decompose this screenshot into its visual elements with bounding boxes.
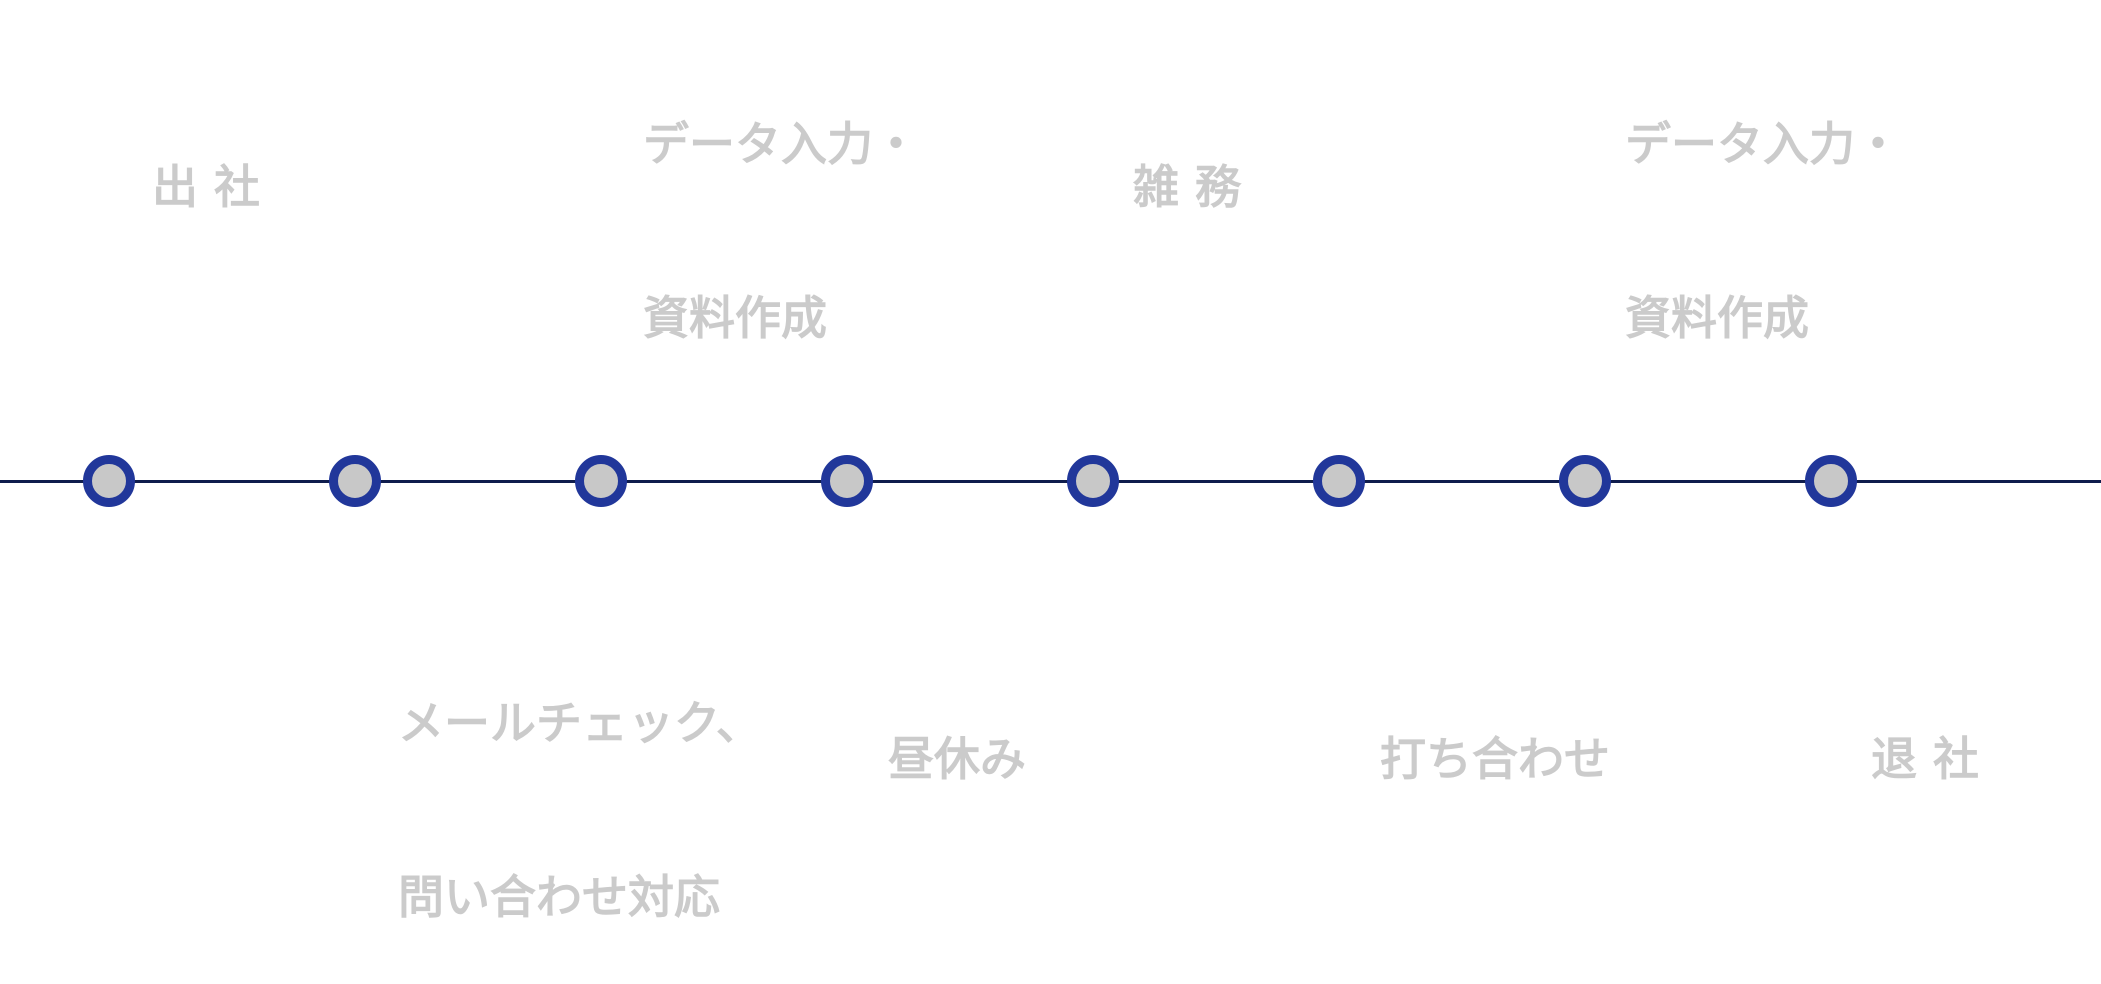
event-label-line: データ入力・ — [1625, 117, 1901, 171]
event-label-line: 昼休み — [888, 732, 1026, 786]
event-label-data-entry-2: データ入力・ 資料作成 — [1625, 0, 1901, 405]
timeline-node — [1067, 455, 1119, 507]
timeline-node — [83, 455, 135, 507]
event-label-line: 出 社 — [152, 160, 261, 214]
event-label-line: 退 社 — [1871, 732, 1980, 786]
timeline-node — [821, 455, 873, 507]
timeline-node — [1313, 455, 1365, 507]
event-label-departure: 退 社 — [1871, 614, 1979, 846]
event-label-line: 雑 務 — [1133, 160, 1242, 214]
event-label-data-entry-1: データ入力・ 資料作成 — [643, 0, 919, 405]
event-label-line: 問い合わせ対応 — [398, 870, 720, 924]
event-label-lunch: 昼休み — [888, 614, 1026, 846]
timeline-node — [575, 455, 627, 507]
event-label-misc: 雑 務 — [1133, 42, 1241, 274]
event-label-arrival: 出 社 — [152, 42, 260, 274]
timeline-node — [1805, 455, 1857, 507]
event-label-meeting: 打ち合わせ — [1380, 614, 1610, 846]
timeline-line — [0, 480, 2101, 483]
event-label-email-check: メールチェック、 問い合わせ対応 — [398, 578, 762, 984]
event-label-line: 資料作成 — [643, 291, 827, 345]
event-label-line: 打ち合わせ — [1380, 732, 1610, 786]
timeline-node — [1559, 455, 1611, 507]
event-label-line: メールチェック、 — [398, 696, 762, 750]
timeline-node — [329, 455, 381, 507]
event-label-line: 資料作成 — [1625, 291, 1809, 345]
event-label-line: データ入力・ — [643, 117, 919, 171]
